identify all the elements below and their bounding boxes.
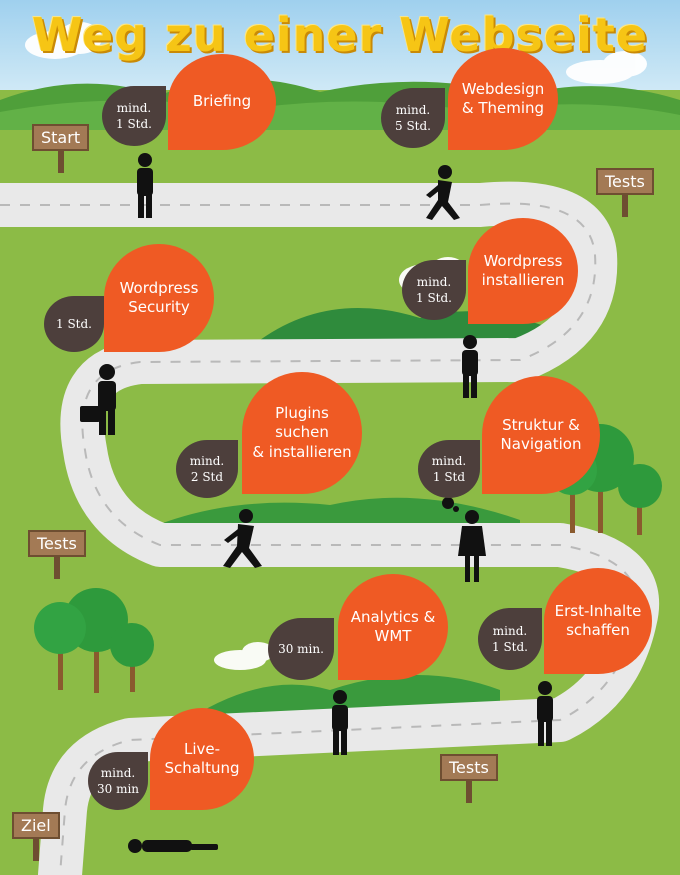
- step-time: mind.1 Std.: [416, 274, 452, 305]
- cloud: [25, 22, 647, 670]
- step-time-badge: mind.1 Std: [418, 440, 480, 498]
- step-time: mind.1 Std: [431, 453, 467, 484]
- step-time: mind.30 min: [96, 765, 140, 796]
- running-person-icon: [223, 509, 262, 568]
- step-time: 1 Std.: [56, 316, 92, 331]
- step-label: Plugins suchen& installieren: [252, 403, 352, 461]
- step-time-badge: mind.30 min: [88, 752, 148, 810]
- step-time-badge: mind.1 Std.: [402, 260, 466, 320]
- tests-sign-1: Tests: [596, 168, 654, 217]
- thinking-woman-icon: [442, 497, 486, 582]
- tests-sign-label: Tests: [440, 754, 498, 781]
- step-label: Webdesign& Theming: [461, 79, 545, 118]
- step-time: mind.2 Std: [189, 453, 225, 484]
- ziel-sign-label: Ziel: [12, 812, 60, 839]
- tests-sign-2: Tests: [28, 530, 86, 579]
- person-figures: [80, 153, 553, 853]
- step-time-badge: mind.2 Std: [176, 440, 238, 498]
- step-time: 30 min.: [278, 641, 324, 656]
- businessman-with-briefcase-icon: [80, 364, 116, 435]
- ziel-sign: Ziel: [12, 812, 60, 861]
- step-bubble-plugins: Plugins suchen& installieren: [242, 372, 362, 494]
- step-bubble-webdesign: Webdesign& Theming: [448, 48, 558, 150]
- tests-sign-label: Tests: [28, 530, 86, 557]
- tests-sign-3: Tests: [440, 754, 498, 803]
- step-time-badge: 30 min.: [268, 618, 334, 680]
- step-bubble-analytics: Analytics &WMT: [338, 574, 448, 680]
- walking-person-icon: [137, 153, 153, 218]
- tests-sign-label: Tests: [596, 168, 654, 195]
- step-time: mind.1 Std.: [116, 100, 152, 131]
- lying-person-icon: [128, 839, 218, 853]
- tree-group: [34, 588, 154, 693]
- start-sign-label: Start: [32, 124, 90, 151]
- step-label: Analytics &WMT: [350, 607, 436, 646]
- step-label: Struktur &Navigation: [500, 415, 582, 454]
- step-time-badge: mind.1 Std.: [102, 86, 166, 146]
- step-label: Live-Schaltung: [164, 739, 240, 778]
- walking-person-icon: [332, 690, 348, 755]
- running-person-icon: [426, 165, 460, 220]
- step-bubble-struktur: Struktur &Navigation: [482, 376, 600, 494]
- step-time-badge: mind.5 Std.: [381, 88, 445, 148]
- step-label: Briefing: [192, 92, 252, 111]
- step-time: mind.5 Std.: [395, 102, 431, 133]
- step-time: mind.1 Std.: [492, 623, 528, 654]
- step-bubble-briefing: Briefing: [168, 54, 276, 150]
- walking-person-icon: [462, 335, 478, 398]
- start-sign: Start: [32, 124, 90, 173]
- step-bubble-live-schaltung: Live-Schaltung: [150, 708, 254, 810]
- step-time-badge: mind.1 Std.: [478, 608, 542, 670]
- walking-person-icon: [537, 681, 553, 746]
- step-time-badge: 1 Std.: [44, 296, 104, 352]
- page-title: Weg zu einer Webseite: [31, 8, 649, 62]
